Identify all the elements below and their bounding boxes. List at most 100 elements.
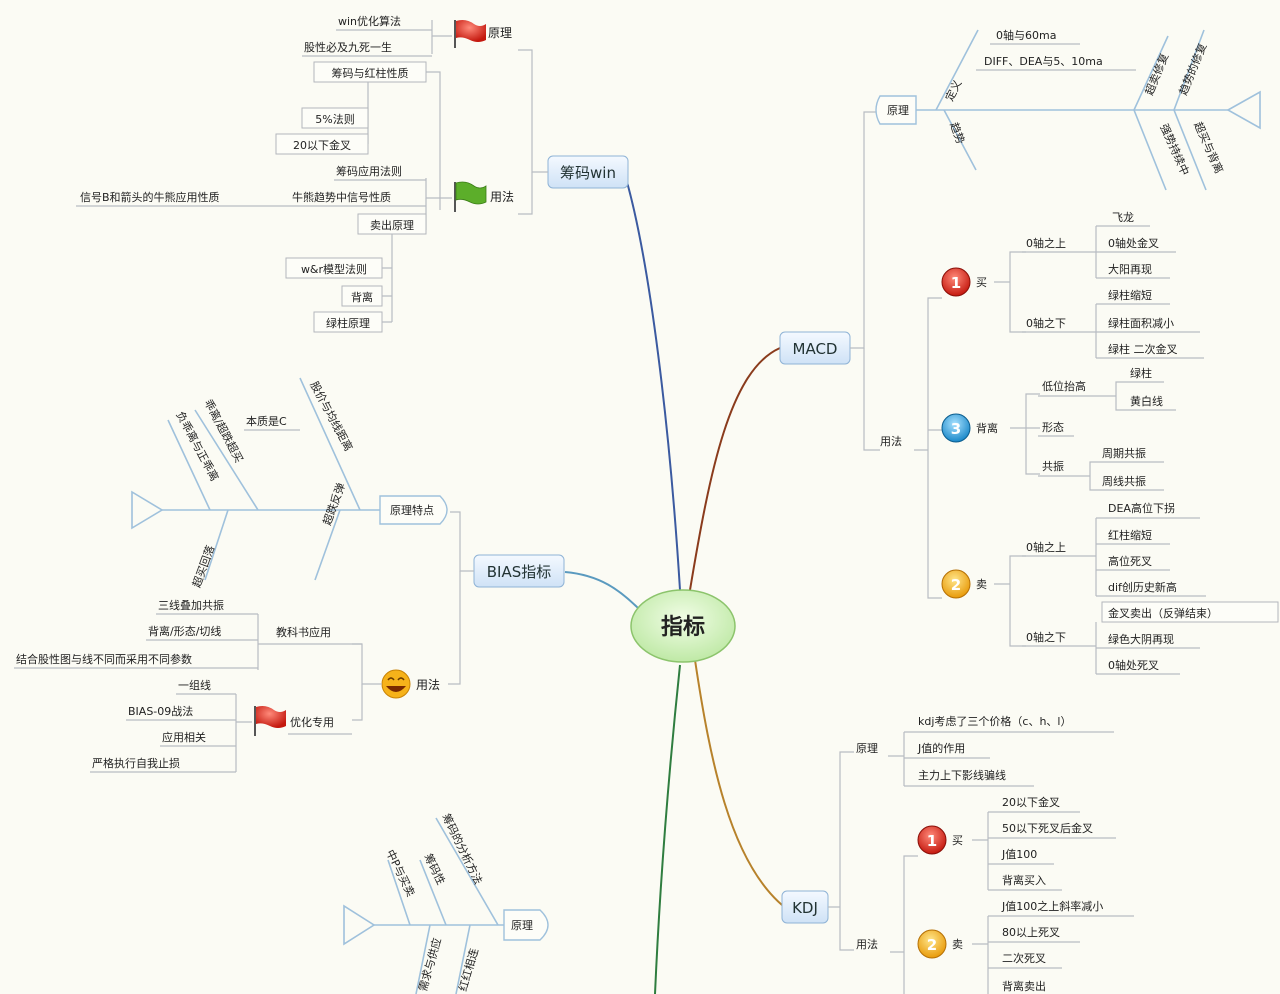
kdj-mai2-item: 背离卖出: [1002, 979, 1046, 993]
chouma-extra-box[interactable]: w&r模型法则: [285, 257, 383, 279]
svg-text:卖出原理: 卖出原理: [370, 218, 414, 232]
branch-macd: MACD 原理 定义 0轴与60ma DIFF、DEA与5、10ma 趋势 超卖…: [779, 28, 1279, 675]
macd-beili-item: 共振: [1042, 459, 1064, 473]
bias-fishbone-item: 股价与均线距离: [307, 379, 356, 454]
kdj-mai2-item: J值100之上斜率减小: [1001, 899, 1103, 913]
kdj-yongfa-label[interactable]: 用法: [856, 937, 878, 951]
kdj-mai-item: 20以下金叉: [1002, 795, 1060, 809]
macd-yuanli-head[interactable]: 原理: [875, 95, 917, 125]
macd-mai2-shang-label: 0轴之上: [1026, 540, 1066, 554]
kdj-mai-item: 50以下死叉后金叉: [1002, 821, 1093, 835]
svg-text:绿柱原理: 绿柱原理: [326, 316, 370, 330]
chouma-node[interactable]: 筹码win: [547, 155, 629, 189]
macd-yuanli-right: 超卖修复: [1142, 51, 1171, 97]
macd-mai-item: 飞龙: [1112, 211, 1134, 224]
chouma-yongfa-note: 信号B和箭头的牛熊应用性质: [80, 190, 220, 204]
svg-text:买: 买: [952, 834, 963, 847]
chouma-box[interactable]: 5%法则: [301, 107, 369, 129]
number-badge-1: 1: [927, 832, 937, 850]
chouma-yongfa-item: 筹码应用法则: [336, 164, 402, 178]
macd-yuanli-item: 0轴与60ma: [996, 28, 1056, 42]
macd-mai2-item: 0轴处死叉: [1108, 658, 1159, 672]
svg-text:MACD: MACD: [793, 340, 838, 358]
bias-yingyong[interactable]: 优化专用: [254, 706, 334, 736]
macd-mai2-item-box[interactable]: 金叉卖出（反弹结束）: [1101, 601, 1279, 623]
svg-text:KDJ: KDJ: [792, 899, 818, 917]
bottom-fishbone-item: 中P与买卖: [383, 848, 417, 899]
kdj-mai-node[interactable]: 1 买: [917, 825, 963, 855]
chouma-extra-box[interactable]: 绿柱原理: [313, 311, 383, 333]
bias-yingyong-item: 一组线: [178, 678, 211, 692]
macd-yuanli-bottom-label: 趋势: [947, 121, 967, 146]
chouma-yuanli[interactable]: 原理: [454, 20, 512, 48]
macd-yuanli-right: 强势持续中: [1157, 122, 1192, 178]
bias-node[interactable]: BIAS指标: [473, 554, 565, 588]
macd-mai-shang-label: 0轴之上: [1026, 236, 1066, 250]
kdj-mai2-node[interactable]: 2 卖: [917, 929, 963, 959]
macd-beili-sub: 绿柱: [1130, 366, 1152, 380]
kdj-mai-item: 背离买入: [1002, 873, 1046, 887]
bottom-fishbone-item: 筹码的分析方法: [439, 811, 485, 886]
kdj-node[interactable]: KDJ: [781, 890, 829, 924]
macd-yuanli-right: 趋势的修复: [1176, 41, 1210, 97]
kdj-mai2-item: 二次死叉: [1002, 951, 1046, 965]
red-flag-icon: [454, 20, 486, 48]
number-badge-3: 3: [951, 420, 961, 438]
svg-text:5%法则: 5%法则: [315, 112, 354, 126]
chouma-yuanli-item: win优化算法: [338, 14, 401, 28]
macd-mai-item: 大阳再现: [1108, 262, 1152, 276]
macd-mai-node[interactable]: 1 买: [941, 267, 987, 297]
number-badge-2: 2: [951, 576, 961, 594]
macd-mai-item: 绿柱 二次金叉: [1108, 342, 1178, 356]
svg-text:原理特点: 原理特点: [390, 503, 434, 517]
macd-beili-node[interactable]: 3 背离: [941, 413, 998, 443]
branch-bottom-partial: 原理 筹码的分析方法 筹码性 中P与买卖 红红相连 需求与供应: [343, 811, 549, 994]
macd-mai2-item: DEA高位下拐: [1108, 501, 1175, 515]
svg-text:筹码与红柱性质: 筹码与红柱性质: [332, 66, 409, 80]
svg-text:背离: 背离: [976, 421, 998, 435]
number-badge-1: 1: [951, 274, 961, 292]
macd-mai-item: 绿柱面积减小: [1108, 316, 1174, 330]
bias-jiaochang-item: 背离/形态/切线: [148, 624, 221, 638]
bottom-fishbone-head[interactable]: 原理: [503, 909, 549, 941]
macd-mai2-node[interactable]: 2 卖: [941, 569, 987, 599]
kdj-yuanli-item: 主力上下影线骗线: [918, 768, 1006, 782]
bias-jiaochang-item: 三线叠加共振: [158, 598, 224, 612]
macd-mai-item: 0轴处金叉: [1108, 236, 1159, 250]
center-connectors: [564, 174, 783, 994]
chouma-box[interactable]: 卖出原理: [357, 213, 427, 235]
bias-yingyong-item: BIAS-09战法: [128, 704, 193, 718]
chouma-yuanli-label: 原理: [488, 26, 512, 40]
svg-text:卖: 卖: [952, 938, 963, 951]
svg-text:w&r模型法则: w&r模型法则: [301, 262, 367, 276]
chouma-box[interactable]: 20以下金叉: [275, 133, 369, 155]
bias-fishbone-head[interactable]: 原理特点: [379, 495, 448, 525]
chouma-box[interactable]: 筹码与红柱性质: [313, 61, 427, 83]
kdj-yuanli-label[interactable]: 原理: [856, 742, 878, 755]
chouma-yongfa[interactable]: 用法: [454, 181, 514, 212]
macd-mai2-item: 绿色大阴再现: [1108, 632, 1174, 646]
bias-yingyong-label: 优化专用: [290, 715, 334, 729]
macd-yuanli-item: DIFF、DEA与5、10ma: [984, 55, 1103, 68]
center-node[interactable]: 指标: [630, 589, 736, 663]
bottom-fishbone-item: 需求与供应: [415, 936, 444, 993]
macd-beili-sub: 黄白线: [1130, 394, 1163, 408]
bias-yingyong-item: 应用相关: [162, 730, 206, 744]
bias-fishbone-item: 超买回落: [189, 543, 217, 589]
green-flag-icon: [454, 181, 487, 212]
center-label: 指标: [661, 614, 705, 640]
macd-mai-xia-label: 0轴之下: [1026, 316, 1066, 330]
macd-beili-sub: 周期共振: [1102, 446, 1146, 460]
chouma-extra-box[interactable]: 背离: [341, 285, 383, 307]
macd-beili-item: 低位抬高: [1042, 379, 1086, 393]
bias-yongfa[interactable]: 用法: [381, 669, 440, 699]
svg-text:卖: 卖: [976, 578, 987, 591]
macd-yongfa-label[interactable]: 用法: [880, 434, 902, 448]
bias-jiaochang-item: 结合股性图与线不同而采用不同参数: [16, 652, 192, 666]
macd-node[interactable]: MACD: [779, 331, 851, 365]
chouma-yuanli-item: 股性必及九死一生: [304, 40, 392, 54]
macd-beili-sub: 周线共振: [1102, 474, 1146, 488]
macd-mai-item: 绿柱缩短: [1108, 288, 1152, 302]
svg-text:原理: 原理: [511, 919, 533, 932]
